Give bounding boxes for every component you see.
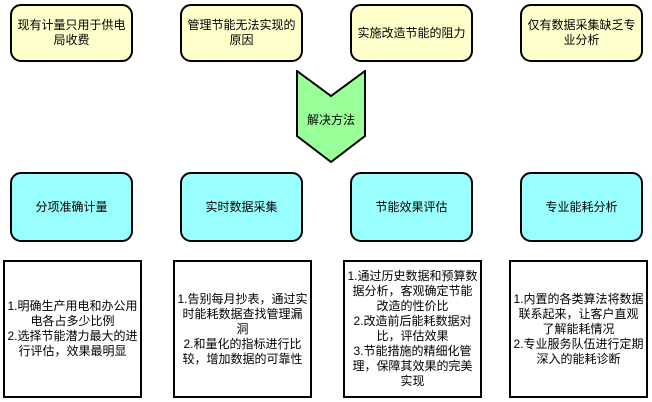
detail-item: 1.通过历史数据和预算数据分析，客观确定节能改造的性价比 (347, 269, 478, 313)
detail-item: 2.和量化的指标进行比较，增加数据的可靠性 (182, 336, 303, 366)
problem-label: 仅有数据采集缺乏专业分析 (527, 18, 636, 47)
solution-box-evaluation: 节能效果评估 (350, 172, 473, 242)
solution-arrow: 解决方法 (296, 70, 366, 164)
detail-box-realtime: 1.告别每月抄表，通过实时能耗数据查找管理漏洞 2.和量化的指标进行比较，增加数… (173, 260, 312, 398)
detail-item: 1.告别每月抄表，通过实时能耗数据查找管理漏洞 (177, 291, 308, 336)
solution-title: 专业能耗分析 (545, 199, 618, 214)
problem-box-metering: 现有计量只用于供电局收费 (10, 4, 133, 62)
solution-box-expert: 专业能耗分析 (520, 172, 643, 242)
problem-label: 现有计量只用于供电局收费 (17, 18, 126, 47)
problem-box-retrofit: 实施改造节能的阻力 (350, 4, 473, 62)
detail-item: 1.明确生产用电和办公用电各占多少比例 (7, 299, 138, 328)
detail-box-metering: 1.明确生产用电和办公用电各占多少比例 2.选择节能潜力最大的进行评估，效果最明… (3, 260, 142, 398)
problem-label: 实施改造节能的阻力 (357, 25, 466, 40)
problem-box-analysis: 仅有数据采集缺乏专业分析 (520, 4, 643, 62)
detail-item: 3.节能措施的精细化管理，保障其效果的完美实现 (352, 344, 473, 388)
detail-item: 1.内置的各类算法将数据联系起来，让客户直观了解能耗情况 (513, 291, 644, 336)
solution-title: 分项准确计量 (35, 199, 108, 214)
problem-box-management: 管理节能无法实现的原因 (180, 4, 303, 62)
detail-box-evaluation: 1.通过历史数据和预算数据分析，客观确定节能改造的性价比 2.改造前后能耗数据对… (343, 260, 482, 398)
detail-item: 2.专业服务队伍进行定期深入的能耗诊断 (513, 336, 644, 366)
problem-label: 管理节能无法实现的原因 (187, 18, 296, 47)
down-chevron-icon (296, 70, 366, 164)
solution-box-metering: 分项准确计量 (10, 172, 133, 242)
solution-title: 实时数据采集 (205, 199, 278, 214)
solution-title: 节能效果评估 (375, 199, 448, 214)
detail-box-expert: 1.内置的各类算法将数据联系起来，让客户直观了解能耗情况 2.专业服务队伍进行定… (509, 260, 648, 398)
solution-box-realtime: 实时数据采集 (180, 172, 303, 242)
solution-arrow-label: 解决方法 (306, 113, 355, 127)
detail-item: 2.选择节能潜力最大的进行评估，效果最明显 (7, 329, 138, 358)
detail-item: 2.改造前后能耗数据对比，评估效果 (353, 314, 472, 343)
